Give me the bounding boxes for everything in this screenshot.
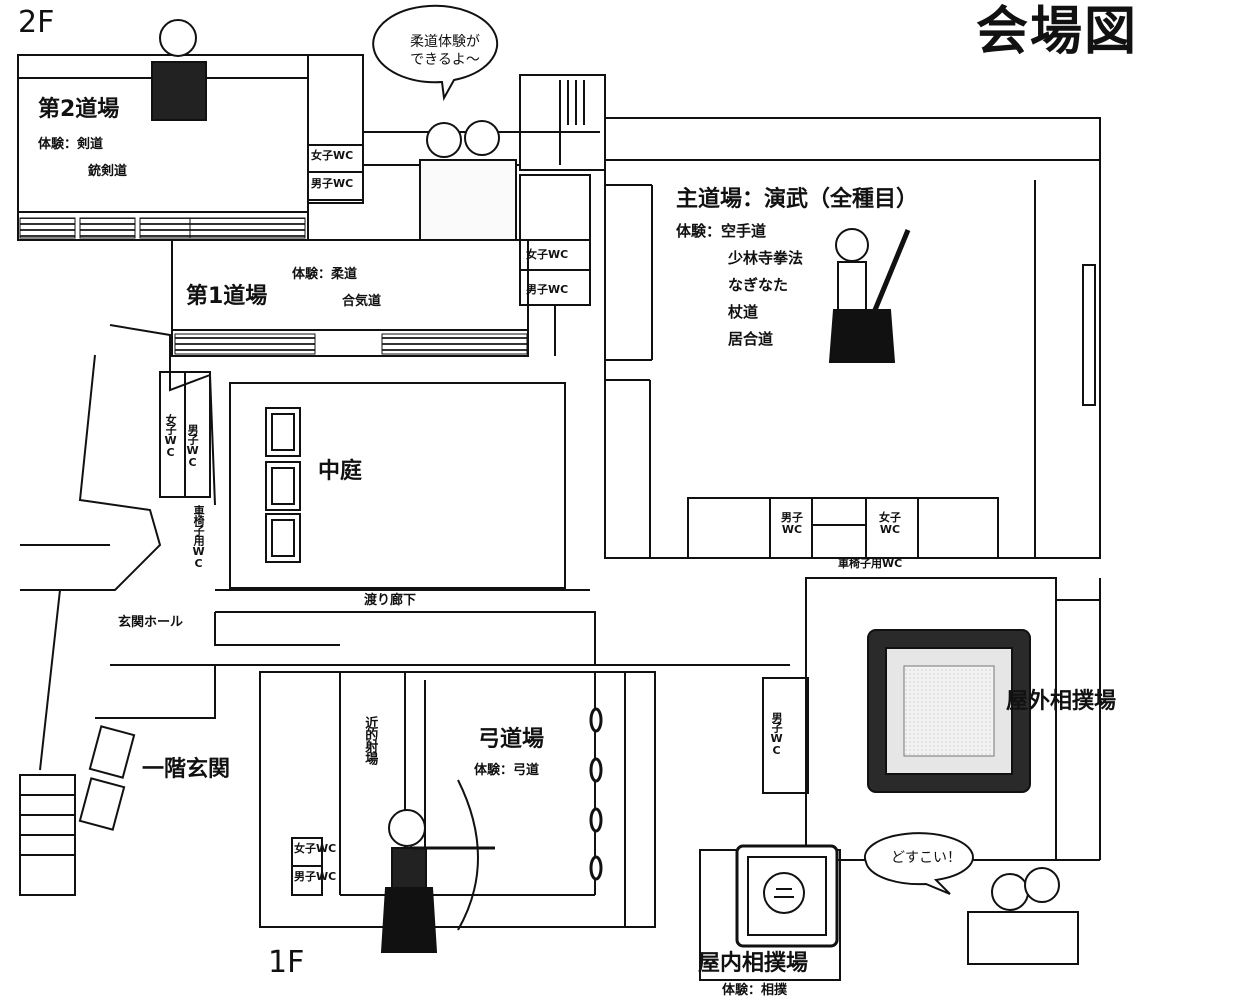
indoor-sumo-experience: 体験：相撲 [722, 983, 788, 998]
wc-women-2f: 女子WC [311, 149, 354, 162]
wc-women-main: 女子WC [879, 511, 901, 537]
wc-men-sumo: 男子WC [770, 712, 784, 756]
dojo2-experience: 体験：剣道 [38, 137, 104, 152]
courtyard-outline [229, 382, 566, 589]
wc-men-main: 男子WC [781, 511, 803, 537]
wc-wheelchair-left: 車椅子用WC [192, 505, 206, 569]
wc-men-kyudo: 男子WC [294, 870, 337, 883]
dojo2-experience-2: 銃剣道 [88, 164, 128, 179]
main-exp-item: なぎなた [728, 276, 789, 294]
entrance-hall-label: 玄関ホール [118, 615, 184, 630]
wc-men-2f: 男子WC [311, 177, 354, 190]
main-exp-item: 居合道 [728, 330, 774, 348]
kyudo-name: 弓道場 [478, 727, 545, 752]
wc-men-dojo1: 男子WC [526, 283, 569, 296]
kyudo-range-label: 近的射場 [362, 716, 378, 764]
main-exp-item: 体験：空手道 [676, 222, 767, 240]
wc-wheelchair-main: 車椅子用WC [838, 557, 903, 570]
dojo1-outline [171, 239, 529, 357]
dojo1-experience: 体験：柔道 [292, 267, 358, 282]
judo-speech-bubble: 柔道体験が できるよ～ [410, 34, 480, 68]
dojo1-experience-2: 合気道 [342, 294, 382, 309]
main-dojo-experience-list: 体験：空手道 少林寺拳法 なぎなた 杖道 居合道 [676, 218, 803, 353]
map-title: 会場図 [976, 2, 1139, 62]
outdoor-sumo-label: 屋外相撲場 [1006, 689, 1117, 714]
entrance-label: 一階玄関 [142, 757, 231, 782]
indoor-sumo-label: 屋内相撲場 [698, 951, 809, 976]
sumo-speech-bubble: どすこい！ [891, 850, 961, 866]
main-dojo-name: 主道場：演武（全種目） [676, 187, 919, 212]
floor-label-1f: 1F [268, 945, 305, 980]
main-exp-item: 少林寺拳法 [728, 249, 804, 267]
courtyard-label: 中庭 [318, 459, 363, 484]
wc-women-dojo1: 女子WC [526, 248, 569, 261]
kyudo-outline [259, 671, 656, 928]
dojo2-name: 第2道場 [38, 97, 120, 122]
main-exp-item: 杖道 [728, 303, 759, 321]
dojo1-name: 第1道場 [186, 284, 268, 309]
wc-women-kyudo: 女子WC [294, 842, 337, 855]
corridor-label: 渡り廊下 [364, 593, 417, 608]
floor-label-2f: 2F [18, 5, 55, 40]
kyudo-experience: 体験：弓道 [474, 763, 540, 778]
wc-women-left: 女子WC [164, 414, 178, 458]
wc-men-left: 男子WC [186, 424, 200, 468]
